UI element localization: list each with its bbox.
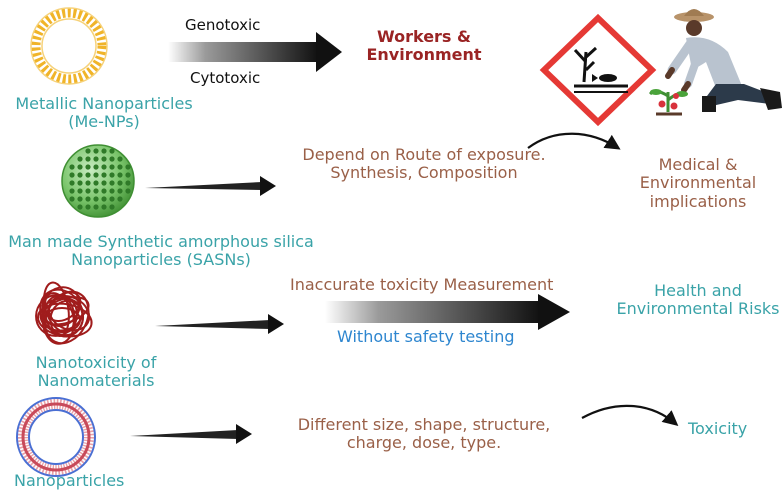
- without-safety-testing-label: Without safety testing: [337, 327, 515, 346]
- medical-line1: Medical &: [658, 155, 738, 174]
- arrow-nanoparticles: [130, 424, 252, 444]
- arrow-nanotox: [155, 314, 284, 334]
- health-line2: Environmental Risks: [616, 299, 780, 319]
- nanotoxicity-label: Nanotoxicity of Nanomaterials: [26, 353, 166, 391]
- metallic-nanoparticles-label: Metallic Nanoparticles (Me-NPs): [0, 94, 208, 132]
- workers-line2: Environment: [366, 45, 482, 65]
- ring-nanoparticle-icon: [16, 397, 96, 477]
- arrow-inaccurate: [325, 294, 570, 330]
- nanotox-label-line2: Nanomaterials: [37, 371, 155, 391]
- route-line2: Synthesis, Composition: [330, 163, 518, 183]
- size-shape-structure-text: Different size, shape, structure, charge…: [272, 415, 576, 453]
- silica-label-line1: Man made Synthetic amorphous silica: [8, 232, 314, 251]
- silica-label-line2: Nanoparticles (SASNs): [71, 250, 251, 270]
- workers-environment-label: Workers & Environment: [354, 27, 494, 65]
- medical-line2: Environmental: [639, 173, 757, 193]
- route-line1: Depend on Route of exposure.: [302, 145, 546, 164]
- arrow-silica: [145, 176, 276, 196]
- health-environmental-risks-label: Health and Environmental Risks: [612, 281, 784, 319]
- curved-arrow-toxicity: [581, 404, 679, 426]
- metallic-label-line2: (Me-NPs): [68, 112, 140, 132]
- inaccurate-toxicity-label: Inaccurate toxicity Measurement: [290, 275, 554, 294]
- size-line2: charge, dose, type.: [346, 433, 502, 453]
- size-line1: Different size, shape, structure,: [297, 415, 551, 434]
- environmental-hazard-icon: [539, 13, 657, 127]
- cytotoxic-label: Cytotoxic: [190, 69, 261, 87]
- nanoparticles-label: Nanoparticles: [14, 471, 125, 490]
- workers-line1: Workers &: [377, 27, 471, 46]
- medical-line3: implications: [649, 191, 747, 211]
- medical-environmental-label: Medical & Environmental implications: [618, 155, 778, 211]
- health-line1: Health and: [654, 281, 742, 300]
- arrow-genotoxic: [168, 32, 342, 72]
- farmer-icon: [648, 9, 782, 116]
- nanotox-label-line1: Nanotoxicity of: [35, 353, 157, 372]
- genotoxic-label: Genotoxic: [185, 16, 261, 34]
- liposome-icon: [30, 7, 108, 85]
- tangled-fiber-icon: [35, 281, 93, 345]
- route-of-exposure-text: Depend on Route of exposure. Synthesis, …: [282, 145, 566, 183]
- curved-arrow-medical: [527, 132, 621, 150]
- metallic-label-line1: Metallic Nanoparticles: [15, 94, 193, 113]
- toxicity-label: Toxicity: [688, 419, 748, 438]
- silica-nanoparticles-label: Man made Synthetic amorphous silica Nano…: [0, 232, 322, 270]
- silica-sphere-icon: [61, 144, 135, 218]
